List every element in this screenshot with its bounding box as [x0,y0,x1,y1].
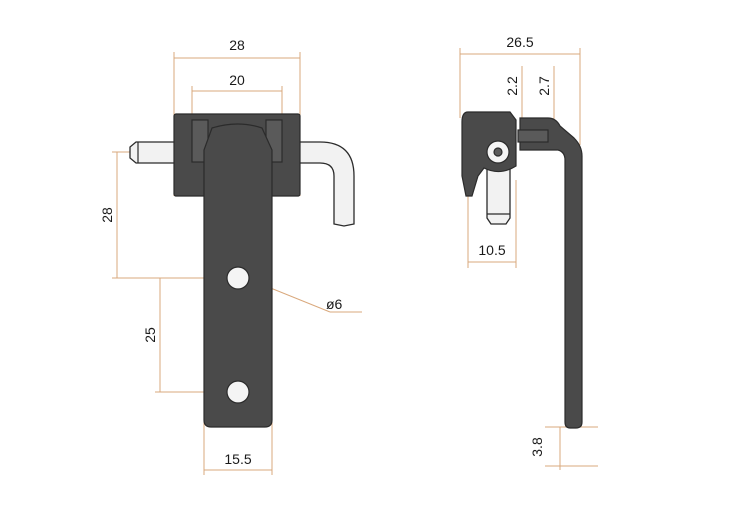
side-pivot-pin [493,147,503,157]
side-overall-width-label: 26.5 [506,34,533,50]
side-leaf-tab [517,129,549,143]
side-pin-width-label: 10.5 [478,242,505,258]
side-thickness-label: 3.8 [529,437,545,457]
side-view: 26.5 2.2 2.7 10.5 3.8 [459,34,598,470]
side-hinge-pin [486,167,511,225]
side-strap-leaf [519,117,583,429]
front-overall-width-label: 28 [229,37,245,53]
front-pin-to-hole-label: 28 [99,207,115,223]
front-strap-width-label: 15.5 [224,451,251,467]
side-offset-b-label: 2.7 [536,76,552,96]
front-hole-spacing-label: 25 [142,327,158,343]
front-inner-width-label: 20 [229,72,245,88]
lower-mounting-hole [226,380,250,404]
upper-mounting-hole [226,266,250,290]
front-view: 28 20 28 25 ø6 15.5 [99,37,362,475]
front-hole-diameter-label: ø6 [326,296,343,312]
side-offset-a-label: 2.2 [504,76,520,96]
